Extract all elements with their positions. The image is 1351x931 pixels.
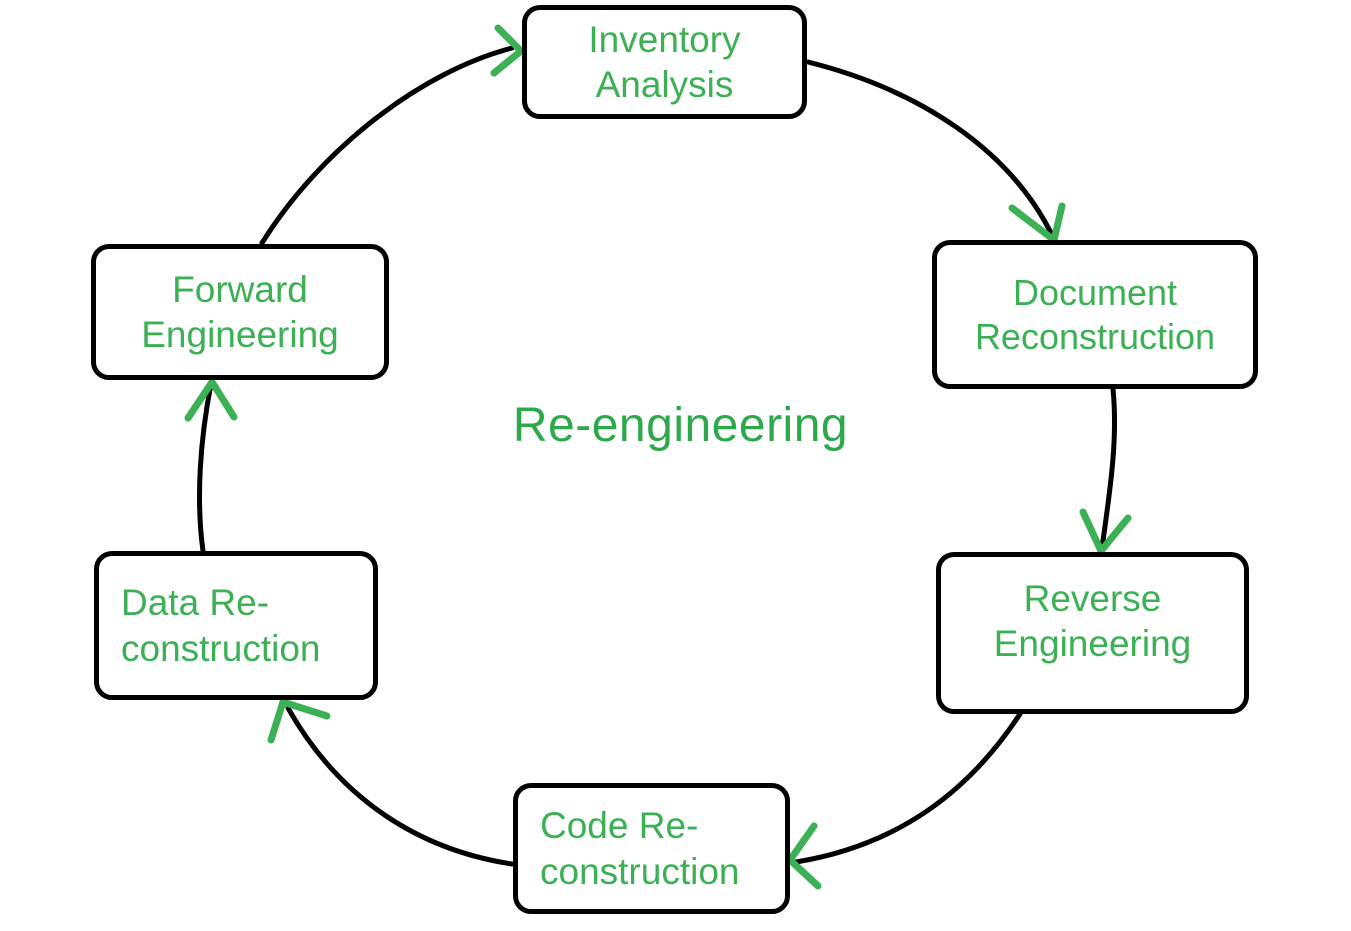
node-reverse-engineering-label: Reverse Engineering [993,577,1192,664]
edge-forward-engineering-to-inventory-analysis [259,24,527,246]
node-reverse-engineering[interactable]: Reverse Engineering [936,552,1249,714]
edge-code-reconstruction-to-data-reconstruction [267,697,515,867]
node-inventory-analysis-label: Inventory Analysis [588,18,741,105]
edge-inventory-analysis-to-document-reconstruction [805,59,1066,247]
edge-document-reconstruction-to-reverse-engineering [1079,386,1132,558]
node-forward-engineering-label: Forward Engineering [141,268,339,355]
node-document-reconstruction[interactable]: Document Reconstruction [932,240,1258,389]
node-inventory-analysis[interactable]: Inventory Analysis [522,5,807,119]
node-forward-engineering[interactable]: Forward Engineering [91,244,389,380]
node-data-reconstruction-label: Data Re- construction [121,582,321,669]
edge-data-reconstruction-to-forward-engineering [184,375,238,554]
node-document-reconstruction-label: Document Reconstruction [974,271,1216,357]
diagram-center-title: Re-engineering [0,398,1351,453]
node-code-reconstruction-label: Code Re- construction [540,805,740,892]
node-data-reconstruction[interactable]: Data Re- construction [94,551,378,700]
edge-reverse-engineering-to-code-reconstruction [785,711,1023,890]
diagram-center-title-text: Re-engineering [512,399,849,452]
node-code-reconstruction[interactable]: Code Re- construction [513,783,790,914]
